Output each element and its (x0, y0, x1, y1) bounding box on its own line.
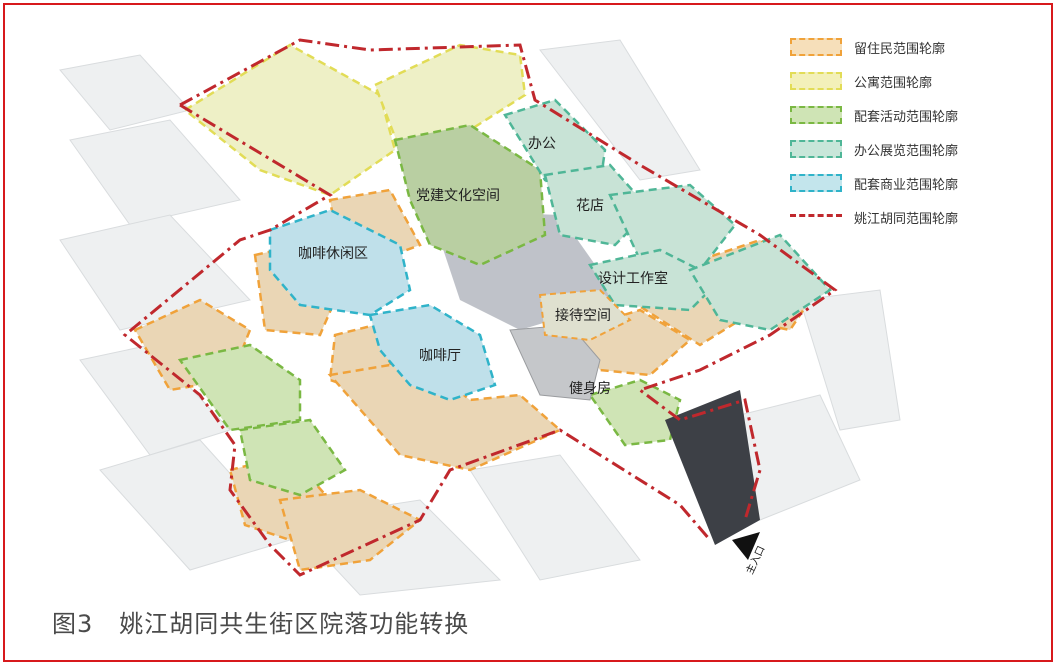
label-party-culture: 党建文化空间 (416, 188, 500, 204)
zone-residents (133, 188, 822, 572)
label-design-studio: 设计工作室 (598, 270, 668, 287)
legend-label: 姚江胡同范围轮廓 (854, 211, 959, 227)
legend-swatch (790, 214, 842, 220)
entrance-alley (665, 390, 760, 545)
context-buildings (59, 39, 901, 596)
legend-label: 配套商业范围轮廓 (854, 177, 959, 193)
legend-label: 办公展览范围轮廓 (854, 143, 959, 159)
label-cafe: 咖啡厅 (419, 348, 461, 364)
zone-commercial (268, 208, 497, 402)
block-outline-south (122, 103, 712, 577)
block-outline-north (179, 38, 838, 521)
figure-caption: 图3 姚江胡同共生街区院落功能转换 (52, 604, 469, 639)
legend-item: 公寓范围轮廓 (790, 64, 1030, 98)
legend-swatch (790, 38, 842, 56)
legend-item: 配套商业范围轮廓 (790, 166, 1030, 200)
label-office: 办公 (528, 136, 556, 152)
legend-label: 留住民范围轮廓 (854, 41, 946, 57)
label-reception: 接待空间 (555, 307, 611, 324)
figure-title: 姚江胡同共生街区院落功能转换 (119, 610, 470, 638)
zone-office (503, 98, 832, 332)
legend-label: 配套活动范围轮廓 (854, 109, 959, 125)
label-flower-shop: 花店 (576, 198, 604, 214)
legend-label: 公寓范围轮廓 (854, 75, 933, 91)
label-gym: 健身房 (569, 381, 611, 397)
reception-building (538, 288, 632, 342)
legend-item: 办公展览范围轮廓 (790, 132, 1030, 166)
legend: 留住民范围轮廓公寓范围轮廓配套活动范围轮廓办公展览范围轮廓配套商业范围轮廓姚江胡… (790, 30, 1030, 234)
legend-swatch (790, 106, 842, 124)
aerial-diagram: 办公 党建文化空间 花店 咖啡休闲区 设计工作室 接待空间 咖啡厅 健身房 主入… (59, 38, 901, 596)
zone-activities (177, 123, 682, 497)
legend-swatch (790, 174, 842, 192)
legend-item: 配套活动范围轮廓 (790, 98, 1030, 132)
label-cafe-lounge: 咖啡休闲区 (298, 246, 368, 262)
zone-apartment (182, 43, 527, 197)
legend-item: 姚江胡同范围轮廓 (790, 200, 1030, 234)
legend-item: 留住民范围轮廓 (790, 30, 1030, 64)
main-entrance-marker: 主入口 (732, 532, 767, 576)
legend-swatch (790, 140, 842, 158)
legend-swatch (790, 72, 842, 90)
figure-number: 图3 (52, 610, 94, 638)
